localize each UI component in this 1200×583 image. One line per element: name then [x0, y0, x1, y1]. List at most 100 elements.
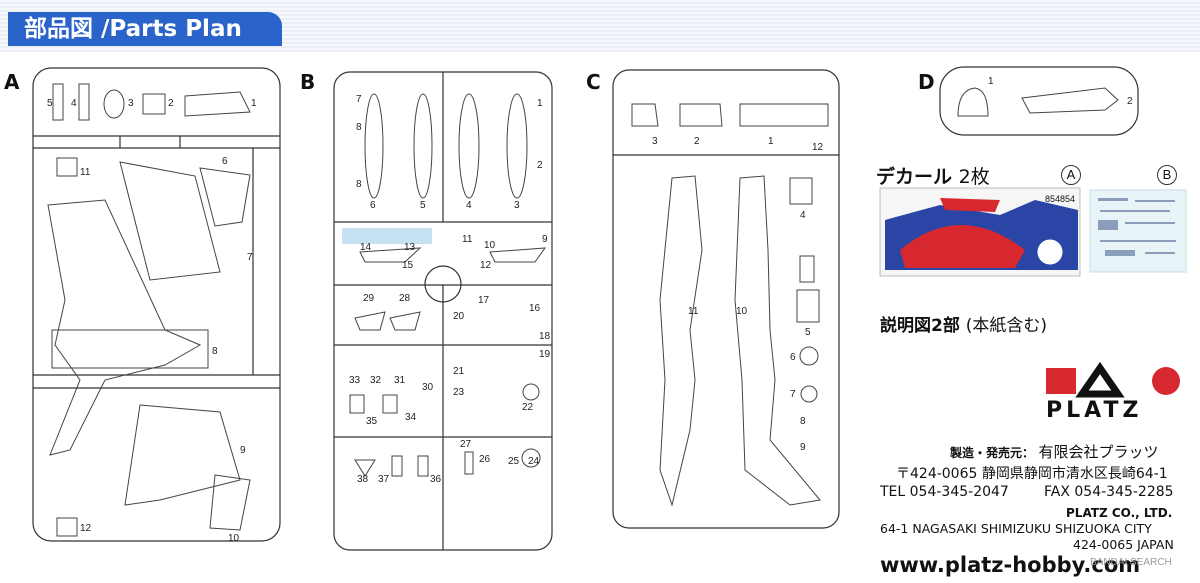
- sprue-label-b: B: [300, 70, 316, 94]
- part-number: 3: [128, 98, 134, 109]
- part-number: 21: [453, 366, 465, 377]
- part-number: 23: [453, 387, 465, 398]
- sprue-label-c: C: [586, 70, 601, 94]
- decal-heading: デカール 2枚: [876, 162, 990, 189]
- part-number: 29: [363, 293, 375, 304]
- part-number: 2: [537, 160, 543, 171]
- part-number: 5: [805, 327, 811, 338]
- part-number: 25: [508, 456, 520, 467]
- part-number: 2: [168, 98, 174, 109]
- part-number: 13: [404, 242, 416, 253]
- part-number: 6: [790, 352, 796, 363]
- part-number: 37: [378, 474, 390, 485]
- part-number: 26: [479, 454, 491, 465]
- part-number: 3: [514, 200, 520, 211]
- sprue-c-part-numbers: 3 2 1 12 4 11 10 5 6 7 8 9: [652, 136, 824, 453]
- part-number: 30: [422, 382, 434, 393]
- part-number: 31: [394, 375, 406, 386]
- part-number: 11: [462, 234, 473, 245]
- part-number: 1: [988, 76, 994, 87]
- sprue-a-frame: [32, 67, 281, 542]
- part-number: 7: [356, 94, 362, 105]
- part-number: 7: [790, 389, 796, 400]
- decal-sheet-b-mark: B: [1157, 165, 1177, 185]
- part-number: 32: [370, 375, 382, 386]
- part-number: 11: [688, 306, 699, 317]
- manual-note-detail: (本紙含む): [965, 316, 1048, 336]
- part-number: 5: [47, 98, 53, 109]
- manual-note: 説明図2部 (本紙含む): [880, 311, 1047, 336]
- part-number: 19: [539, 349, 551, 360]
- sprue-a-part-numbers: 5 4 3 2 1 6 7 11 8 9 12 10: [47, 98, 257, 544]
- platz-logo-icon: [1046, 361, 1180, 398]
- decal-title: デカール: [876, 166, 953, 188]
- sprue-label-d: D: [918, 70, 935, 94]
- part-number: 2: [1127, 96, 1133, 107]
- decal-sheet-a: 854854: [879, 187, 1081, 277]
- part-number: 28: [399, 293, 411, 304]
- part-number: 12: [80, 523, 92, 534]
- part-number: 4: [71, 98, 77, 109]
- part-number: 20: [453, 311, 465, 322]
- part-number: 8: [800, 416, 806, 427]
- part-number: 3: [652, 136, 658, 147]
- part-number: 10: [228, 533, 240, 544]
- part-number: 24: [528, 456, 540, 467]
- part-number: 7: [247, 252, 253, 263]
- part-number: 1: [251, 98, 257, 109]
- part-number: 18: [539, 331, 551, 342]
- sprue-c-frame: [612, 69, 840, 529]
- part-number: 11: [80, 167, 91, 178]
- sprue-label-a: A: [4, 70, 20, 94]
- decal-count: 2枚: [958, 166, 990, 188]
- part-number: 15: [402, 260, 414, 271]
- en-company-name: PLATZ CO., LTD.: [1066, 506, 1173, 520]
- maker-line: 製造・発売元： 有限会社プラッツ: [950, 441, 1158, 462]
- part-number: 10: [484, 240, 496, 251]
- part-number: 33: [349, 375, 361, 386]
- jp-address: 〒424-0065 静岡県静岡市清水区長崎64-1: [896, 466, 1168, 482]
- part-number: 8: [356, 122, 362, 133]
- part-number: 9: [800, 442, 806, 453]
- part-number: 9: [240, 445, 246, 456]
- part-number: 4: [466, 200, 472, 211]
- tel: TEL 054-345-2047: [880, 484, 1009, 500]
- part-number: 8: [356, 179, 362, 190]
- part-number: 8: [212, 346, 218, 357]
- page-title: 部品図 /Parts Plan: [8, 12, 282, 46]
- part-number: 2: [694, 136, 700, 147]
- part-number: 12: [812, 142, 824, 153]
- sprue-d-part-numbers: 1 2: [988, 76, 1133, 107]
- brand-name: PLATZ: [1046, 398, 1143, 423]
- part-number: 34: [405, 412, 417, 423]
- part-number: 36: [430, 474, 442, 485]
- decal-sheet-a-mark: A: [1061, 165, 1081, 185]
- part-number: 4: [800, 210, 806, 221]
- part-number: 27: [460, 439, 472, 450]
- part-number: 1: [537, 98, 543, 109]
- part-number: 22: [522, 402, 534, 413]
- sprue-b-frame: [333, 71, 553, 551]
- part-number: 6: [222, 156, 228, 167]
- part-number: 16: [529, 303, 541, 314]
- sprue-b-part-numbers: 7 8 8 6 5 4 3 1 2 14 13 15 11 10 9 12 29…: [349, 94, 551, 485]
- en-address-1: 64-1 NAGASAKI SHIMIZUKU SHIZUOKA CITY: [880, 521, 1152, 536]
- decal-code: 854854: [1045, 194, 1075, 204]
- part-number: 17: [478, 295, 490, 306]
- website-link[interactable]: www.platz-hobby.com: [880, 553, 1141, 577]
- en-address-2: 424-0065 JAPAN: [1073, 537, 1174, 552]
- manual-count: 説明図2部: [880, 316, 960, 336]
- part-number: 38: [357, 474, 369, 485]
- maker-name: 有限会社プラッツ: [1038, 443, 1159, 461]
- decal-sheet-b: [1089, 189, 1187, 273]
- watermark: BANDAI SEARCH: [1090, 557, 1172, 568]
- part-number: 9: [542, 234, 548, 245]
- part-number: 35: [366, 416, 378, 427]
- fax: FAX 054-345-2285: [1044, 484, 1174, 500]
- part-number: 1: [768, 136, 774, 147]
- part-number: 10: [736, 306, 748, 317]
- sprue-d-frame: [939, 66, 1139, 136]
- part-number: 12: [480, 260, 492, 271]
- part-number: 6: [370, 200, 376, 211]
